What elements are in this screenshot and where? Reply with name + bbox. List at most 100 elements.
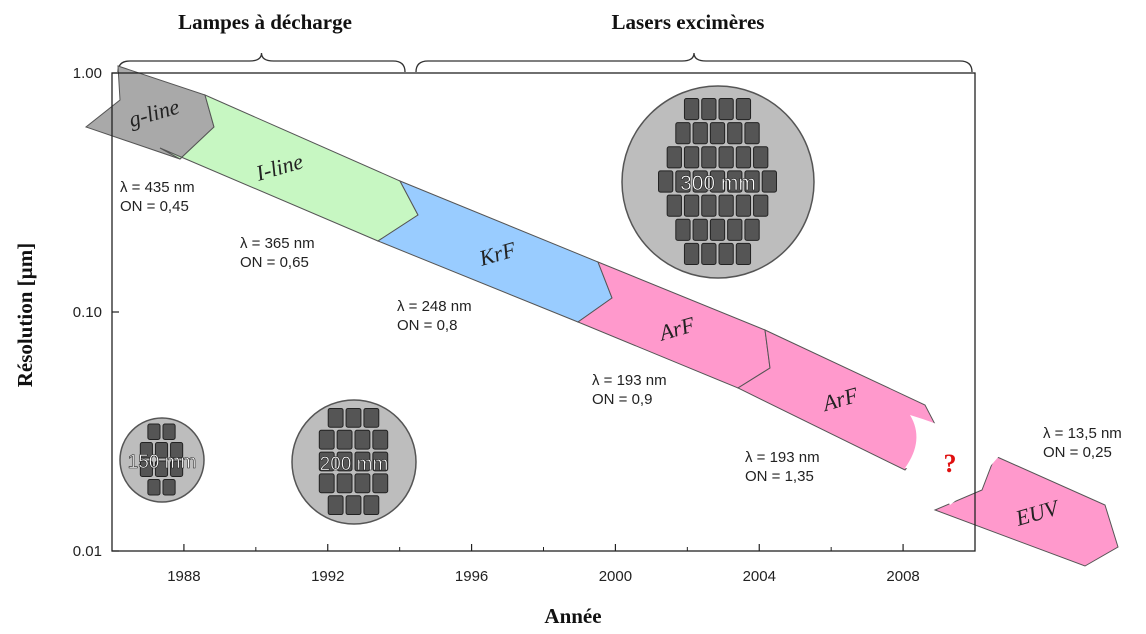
wafer-die bbox=[683, 194, 700, 217]
annotations: λ = 435 nm ON = 0,45 λ = 365 nm ON = 0,65 λ … bbox=[120, 179, 1122, 485]
wafer-die bbox=[327, 495, 344, 516]
x-axis-label: Année bbox=[544, 604, 601, 628]
wafer-die bbox=[718, 146, 734, 169]
wafer-die bbox=[345, 407, 362, 428]
wafer-die bbox=[354, 451, 371, 472]
wafer-die bbox=[701, 242, 717, 265]
wafer-illustrations: 150 mm 200 mm 300 mm bbox=[119, 85, 815, 525]
wafer-die bbox=[336, 451, 353, 472]
wafer-disc bbox=[119, 417, 205, 503]
wafer-die bbox=[318, 451, 335, 472]
wafer-die bbox=[753, 194, 769, 217]
annotation-line: ON = 1,35 bbox=[745, 468, 814, 485]
wafer-die bbox=[683, 242, 700, 265]
wafer-die bbox=[666, 194, 682, 217]
wafer-die bbox=[372, 429, 389, 450]
wafer-die bbox=[675, 170, 691, 193]
annotation-line: λ = 193 nm bbox=[745, 449, 820, 466]
x-tick-label: 2000 bbox=[599, 568, 632, 585]
wafer-label: 200 mm bbox=[320, 454, 389, 475]
wafer-die bbox=[718, 194, 734, 217]
wafer-die bbox=[147, 478, 161, 496]
era-brace bbox=[415, 52, 973, 73]
annotation-line: ON = 0,25 bbox=[1043, 444, 1112, 461]
wafer-die bbox=[154, 460, 169, 477]
wafer-die bbox=[162, 478, 176, 496]
unknown-marker: ? bbox=[944, 449, 957, 478]
wafer-die bbox=[744, 218, 760, 241]
era-title: Lasers excimères bbox=[612, 10, 765, 34]
wafer-die bbox=[139, 460, 153, 477]
wafer-die bbox=[735, 146, 752, 169]
segment-band bbox=[736, 329, 939, 471]
wafer-die bbox=[735, 242, 752, 265]
x-tick-label: 1992 bbox=[311, 568, 344, 585]
wafer-die bbox=[735, 98, 752, 121]
wafer-die bbox=[683, 98, 700, 121]
wafer: 300 mm bbox=[621, 85, 815, 279]
annotation-line: λ = 193 nm bbox=[592, 372, 667, 389]
wafer-die bbox=[675, 122, 691, 145]
wafer-die bbox=[363, 495, 380, 516]
wafer-die bbox=[701, 146, 717, 169]
wafer-die bbox=[363, 407, 380, 428]
wafer-die bbox=[675, 218, 691, 241]
wafer-die bbox=[336, 473, 353, 494]
era-title: Lampes à décharge bbox=[178, 10, 352, 34]
wafer-label: 150 mm bbox=[128, 452, 197, 473]
wafer-die bbox=[753, 146, 769, 169]
wafer-die bbox=[372, 451, 389, 472]
wafer-die bbox=[718, 98, 734, 121]
wafer-die bbox=[658, 170, 674, 193]
wafer-die bbox=[744, 170, 760, 193]
era-brace bbox=[117, 52, 406, 73]
wafer-die bbox=[318, 429, 335, 450]
annotation-line: λ = 365 nm bbox=[240, 235, 315, 252]
annotation-line: ON = 0,8 bbox=[397, 317, 457, 334]
x-tick-label: 2008 bbox=[886, 568, 919, 585]
wafer-die bbox=[692, 170, 708, 193]
wafer-die bbox=[709, 170, 726, 193]
wafer-die bbox=[147, 423, 161, 441]
wafer-die bbox=[718, 242, 734, 265]
x-tick-label: 1988 bbox=[167, 568, 200, 585]
wafer-die bbox=[345, 495, 362, 516]
annotation-line: ON = 0,45 bbox=[120, 198, 189, 215]
wafer-die bbox=[336, 429, 353, 450]
wafer-die bbox=[709, 218, 726, 241]
unknown-gap bbox=[905, 415, 1000, 505]
wafer-die bbox=[154, 442, 169, 459]
wafer-die bbox=[327, 407, 344, 428]
segment-band bbox=[933, 455, 1119, 567]
wafer-die bbox=[683, 146, 700, 169]
y-axis-label: Résolution [µm] bbox=[13, 243, 37, 388]
wafer: 200 mm bbox=[291, 399, 417, 525]
wafer-die bbox=[735, 194, 752, 217]
wafer-die bbox=[139, 442, 153, 459]
wafer-die bbox=[372, 473, 389, 494]
annotation-line: λ = 13,5 nm bbox=[1043, 425, 1122, 442]
wafer-label: 300 mm bbox=[680, 172, 756, 195]
wafer-die bbox=[318, 473, 335, 494]
x-tick-label: 2004 bbox=[743, 568, 776, 585]
annotation-line: λ = 435 nm bbox=[120, 179, 195, 196]
wafer-die bbox=[727, 218, 743, 241]
wafer-die bbox=[727, 122, 743, 145]
wafer-die bbox=[761, 170, 777, 193]
y-tick-label: 0.01 bbox=[73, 543, 102, 560]
wafer-die bbox=[666, 146, 682, 169]
wafer-die bbox=[170, 442, 184, 459]
wafer-die bbox=[701, 98, 717, 121]
era-braces: Lampes à décharge Lasers excimères bbox=[117, 10, 973, 73]
annotation-line: ON = 0,9 bbox=[592, 391, 652, 408]
wafer-die bbox=[170, 460, 184, 477]
wafer-die bbox=[692, 122, 708, 145]
x-tick-label: 1996 bbox=[455, 568, 488, 585]
wafer-die bbox=[709, 122, 726, 145]
annotation-line: ON = 0,65 bbox=[240, 254, 309, 271]
y-tick-label: 0.10 bbox=[73, 304, 102, 321]
wafer-die bbox=[354, 429, 371, 450]
